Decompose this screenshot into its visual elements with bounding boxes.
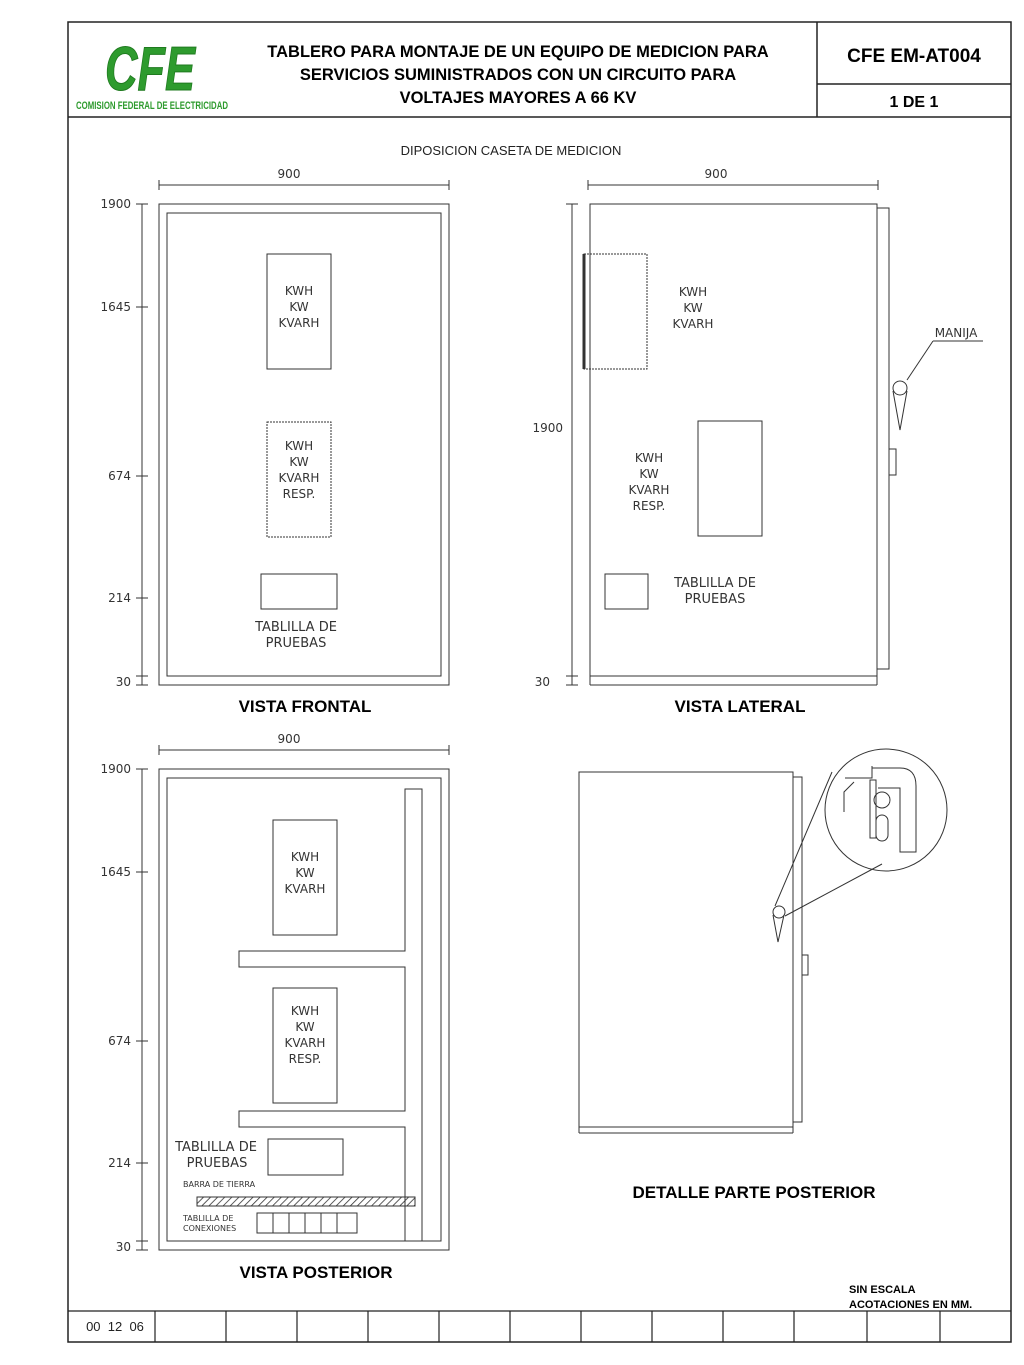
rear-dim-1645: 1645 <box>100 865 131 879</box>
rear-test-block-1: TABLILLA DE <box>174 1140 257 1155</box>
rear-meter2-kvarh: KVARH <box>285 1036 326 1050</box>
front-meter2-kvarh: KVARH <box>279 471 320 485</box>
note-units: ACOTACIONES EN MM. <box>849 1299 972 1311</box>
side-width-dim: 900 <box>705 167 728 181</box>
caption-front: VISTA FRONTAL <box>239 697 372 716</box>
front-meter2-resp: RESP. <box>283 487 316 501</box>
rear-dim-30: 30 <box>116 1240 131 1254</box>
front-view-labels: 900 1900 1645 674 214 30 KWH KW KVARH KW… <box>100 167 336 689</box>
side-meter2-resp: RESP. <box>633 499 666 513</box>
connections-label-1: TABLILLA DE <box>182 1214 233 1223</box>
side-meter1-kvarh: KVARH <box>673 317 714 331</box>
handle-label: MANIJA <box>935 326 978 340</box>
side-meter2-kw: KW <box>639 467 658 481</box>
front-dim-214: 214 <box>108 591 131 605</box>
rear-view <box>136 745 450 1251</box>
front-width-dim: 900 <box>278 167 301 181</box>
rear-detail <box>578 748 948 1134</box>
rear-meter1-kvarh: KVARH <box>285 882 326 896</box>
side-meter2-kwh: KWH <box>635 451 663 465</box>
rear-test-block-2: PRUEBAS <box>187 1156 248 1171</box>
side-view-labels: 900 1900 30 KWH KW KVARH KWH KW KVARH RE… <box>532 167 978 689</box>
ground-bar-label: BARRA DE TIERRA <box>183 1180 256 1189</box>
drawing-subtitle: DIPOSICION CASETA DE MEDICION <box>401 143 622 158</box>
logo-text: CFE <box>105 35 196 104</box>
front-dim-30: 30 <box>116 675 131 689</box>
rear-dim-214: 214 <box>108 1156 131 1170</box>
logo-subtitle: COMISION FEDERAL DE ELECTRICIDAD <box>76 100 228 112</box>
rear-meter2-kwh: KWH <box>291 1004 319 1018</box>
caption-rear: VISTA POSTERIOR <box>239 1263 392 1282</box>
caption-side: VISTA LATERAL <box>675 697 806 716</box>
title-line-3: VOLTAJES MAYORES A 66 KV <box>400 89 637 107</box>
side-view <box>566 180 983 686</box>
revision-date: 00 12 06 <box>86 1319 144 1334</box>
connections-label-2: CONEXIONES <box>183 1224 236 1233</box>
front-meter1-kvarh: KVARH <box>279 316 320 330</box>
side-meter1-kw: KW <box>683 301 702 315</box>
side-meter2-kvarh: KVARH <box>629 483 670 497</box>
revision-strip <box>68 1310 1011 1342</box>
note-scale: SIN ESCALA <box>849 1284 916 1296</box>
side-dim-30: 30 <box>535 675 550 689</box>
front-meter2-kwh: KWH <box>285 439 313 453</box>
rear-width-dim: 900 <box>278 732 301 746</box>
front-test-block-2: PRUEBAS <box>266 636 327 651</box>
rear-meter1-kwh: KWH <box>291 850 319 864</box>
front-dim-1645: 1645 <box>100 300 131 314</box>
front-view <box>136 180 450 686</box>
rear-meter1-kw: KW <box>295 866 314 880</box>
side-meter1-kwh: KWH <box>679 285 707 299</box>
front-dim-674: 674 <box>108 469 131 483</box>
title-line-1: TABLERO PARA MONTAJE DE UN EQUIPO DE MED… <box>267 43 769 61</box>
rear-meter2-resp: RESP. <box>289 1052 322 1066</box>
caption-detail: DETALLE PARTE POSTERIOR <box>632 1183 875 1202</box>
title-line-2: SERVICIOS SUMINISTRADOS CON UN CIRCUITO … <box>300 66 736 84</box>
rear-dim-674: 674 <box>108 1034 131 1048</box>
front-test-block-1: TABLILLA DE <box>254 620 337 635</box>
cfe-logo: CFE COMISION FEDERAL DE ELECTRICIDAD <box>76 35 228 113</box>
side-test-block-1: TABLILLA DE <box>673 576 756 591</box>
rear-dim-1900: 1900 <box>100 762 131 776</box>
front-meter2-kw: KW <box>289 455 308 469</box>
side-height-dim: 1900 <box>532 421 563 435</box>
front-dim-1900: 1900 <box>100 197 131 211</box>
side-test-block-2: PRUEBAS <box>685 592 746 607</box>
front-meter1-kwh: KWH <box>285 284 313 298</box>
sheet-border <box>67 21 1012 1343</box>
page-number: 1 DE 1 <box>890 94 939 111</box>
front-meter1-kw: KW <box>289 300 308 314</box>
rear-view-labels: 900 1900 1645 674 214 30 KWH KW KVARH KW… <box>100 732 325 1254</box>
drawing-code: CFE EM-AT004 <box>847 46 981 67</box>
rear-meter2-kw: KW <box>295 1020 314 1034</box>
